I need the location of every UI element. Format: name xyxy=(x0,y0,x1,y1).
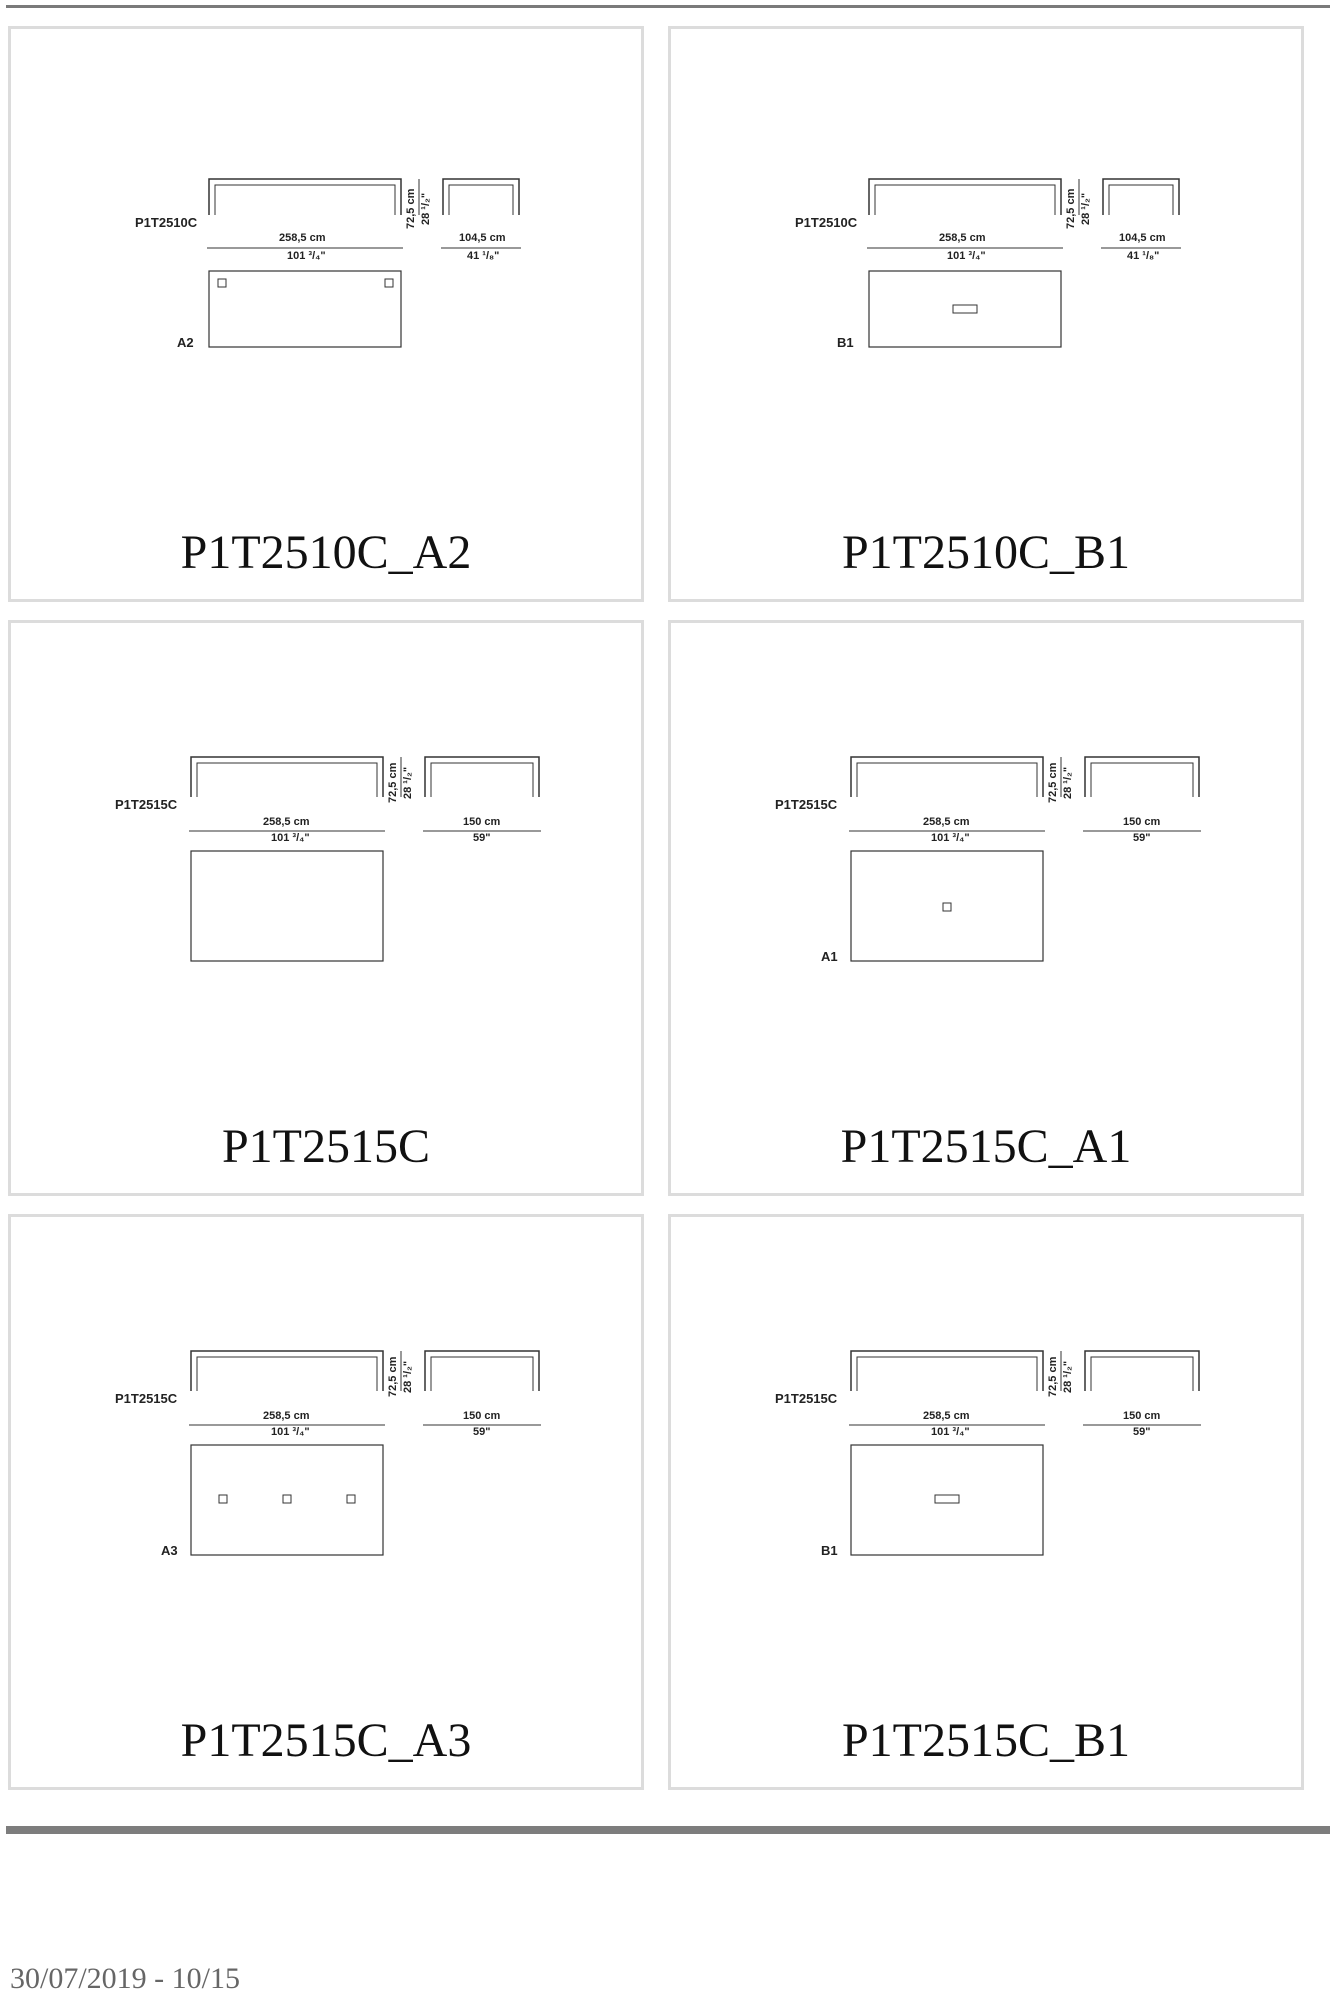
side-elevation xyxy=(1084,1350,1200,1391)
length-cm: 258,5 cm xyxy=(939,232,986,244)
top-view-table xyxy=(850,1444,1044,1556)
model-label: P1T2515C xyxy=(775,1391,838,1406)
cable-slot xyxy=(934,1494,960,1504)
drawing-card: P1T2510C 72,5 cm 28 ¹/₂" 258,5 cm 101 ³/… xyxy=(668,26,1304,602)
length-cm: 258,5 cm xyxy=(923,816,970,828)
variant-label: A1 xyxy=(821,949,838,964)
height-cm: 72,5 cm xyxy=(1047,762,1059,803)
height-cm: 72,5 cm xyxy=(1047,1356,1059,1397)
length-in: 101 ³/₄" xyxy=(931,832,970,844)
side-elevation xyxy=(1102,178,1180,215)
variant-label: A3 xyxy=(161,1543,178,1558)
drawing-title: P1T2510C_A2 xyxy=(180,526,472,579)
drawing-grid: P1T2510C 72,5 cm 28 ¹/₂" 258,5 cm 101 ³/… xyxy=(8,26,1304,1790)
depth-in: 59" xyxy=(473,832,490,844)
height-cm: 72,5 cm xyxy=(387,1356,399,1397)
height-in: 28 ¹/₂" xyxy=(420,193,432,225)
top-view-table xyxy=(850,850,1044,962)
drawing-title: P1T2515C xyxy=(221,1120,431,1173)
length-in: 101 ³/₄" xyxy=(271,1426,310,1438)
cable-port xyxy=(346,1494,356,1504)
cable-slot xyxy=(952,304,978,314)
cable-port xyxy=(942,902,952,912)
front-elevation xyxy=(190,1350,384,1391)
cable-port xyxy=(384,278,394,288)
drawing-card: P1T2510C 72,5 cm 28 ¹/₂" 258,5 cm 101 ³/… xyxy=(8,26,644,602)
cable-port xyxy=(218,1494,228,1504)
side-elevation xyxy=(424,756,540,797)
drawing-card: P1T2515C 72,5 cm 28 ¹/₂" 258,5 cm 101 ³/… xyxy=(668,620,1304,1196)
height-in: 28 ¹/₂" xyxy=(1080,193,1092,225)
top-view-table xyxy=(190,1444,384,1556)
depth-cm: 150 cm xyxy=(463,1410,501,1422)
top-view-table xyxy=(868,270,1062,348)
depth-in: 41 ¹/₈" xyxy=(467,250,499,262)
model-label: P1T2515C xyxy=(775,797,838,812)
drawing-card: P1T2515C 72,5 cm 28 ¹/₂" 258,5 cm 101 ³/… xyxy=(8,1214,644,1790)
cable-port xyxy=(282,1494,292,1504)
technical-drawing: P1T2510C 72,5 cm 28 ¹/₂" 258,5 cm 101 ³/… xyxy=(795,178,1181,350)
length-cm: 258,5 cm xyxy=(279,232,326,244)
height-cm: 72,5 cm xyxy=(405,188,417,229)
drawing-title: P1T2510C_B1 xyxy=(841,526,1131,579)
top-divider xyxy=(6,5,1330,8)
depth-cm: 150 cm xyxy=(1123,816,1161,828)
side-elevation xyxy=(442,178,520,215)
depth-in: 59" xyxy=(473,1426,490,1438)
height-cm: 72,5 cm xyxy=(387,762,399,803)
length-cm: 258,5 cm xyxy=(263,1410,310,1422)
length-in: 101 ³/₄" xyxy=(947,250,986,262)
front-elevation xyxy=(208,178,402,215)
front-elevation xyxy=(868,178,1062,215)
variant-label: B1 xyxy=(837,335,854,350)
model-label: P1T2510C xyxy=(135,215,198,230)
height-cm: 72,5 cm xyxy=(1065,188,1077,229)
top-view-table xyxy=(208,270,402,348)
height-in: 28 ¹/₂" xyxy=(402,1361,414,1393)
footer-date: 30/07/2019 - 10/15 xyxy=(10,1962,240,1995)
variant-label: B1 xyxy=(821,1543,838,1558)
model-label: P1T2515C xyxy=(115,797,178,812)
height-in: 28 ¹/₂" xyxy=(1062,1361,1074,1393)
length-cm: 258,5 cm xyxy=(923,1410,970,1422)
variant-label: A2 xyxy=(177,335,194,350)
model-label: P1T2510C xyxy=(795,215,858,230)
length-in: 101 ³/₄" xyxy=(271,832,310,844)
technical-drawing: P1T2515C 72,5 cm 28 ¹/₂" 258,5 cm 101 ³/… xyxy=(115,756,541,962)
model-label: P1T2515C xyxy=(115,1391,178,1406)
technical-drawing: P1T2515C 72,5 cm 28 ¹/₂" 258,5 cm 101 ³/… xyxy=(775,1350,1201,1558)
depth-cm: 104,5 cm xyxy=(1119,232,1166,244)
depth-cm: 150 cm xyxy=(1123,1410,1161,1422)
height-in: 28 ¹/₂" xyxy=(402,767,414,799)
front-elevation xyxy=(850,1350,1044,1391)
drawing-title: P1T2515C_B1 xyxy=(841,1714,1131,1767)
technical-drawing: P1T2515C 72,5 cm 28 ¹/₂" 258,5 cm 101 ³/… xyxy=(775,756,1201,964)
height-in: 28 ¹/₂" xyxy=(1062,767,1074,799)
depth-in: 59" xyxy=(1133,1426,1150,1438)
front-elevation xyxy=(850,756,1044,797)
depth-in: 41 ¹/₈" xyxy=(1127,250,1159,262)
side-elevation xyxy=(1084,756,1200,797)
length-cm: 258,5 cm xyxy=(263,816,310,828)
depth-cm: 104,5 cm xyxy=(459,232,506,244)
depth-in: 59" xyxy=(1133,832,1150,844)
top-view-table xyxy=(190,850,384,962)
bottom-divider xyxy=(6,1826,1330,1834)
front-elevation xyxy=(190,756,384,797)
drawing-card: P1T2515C 72,5 cm 28 ¹/₂" 258,5 cm 101 ³/… xyxy=(8,620,644,1196)
side-elevation xyxy=(424,1350,540,1391)
length-in: 101 ³/₄" xyxy=(287,250,326,262)
drawing-card: P1T2515C 72,5 cm 28 ¹/₂" 258,5 cm 101 ³/… xyxy=(668,1214,1304,1790)
length-in: 101 ³/₄" xyxy=(931,1426,970,1438)
cable-port xyxy=(217,278,227,288)
technical-drawing: P1T2510C 72,5 cm 28 ¹/₂" 258,5 cm 101 ³/… xyxy=(135,178,521,350)
drawing-title: P1T2515C_A1 xyxy=(840,1120,1132,1173)
depth-cm: 150 cm xyxy=(463,816,501,828)
technical-drawing: P1T2515C 72,5 cm 28 ¹/₂" 258,5 cm 101 ³/… xyxy=(115,1350,541,1558)
drawing-title: P1T2515C_A3 xyxy=(180,1714,472,1767)
